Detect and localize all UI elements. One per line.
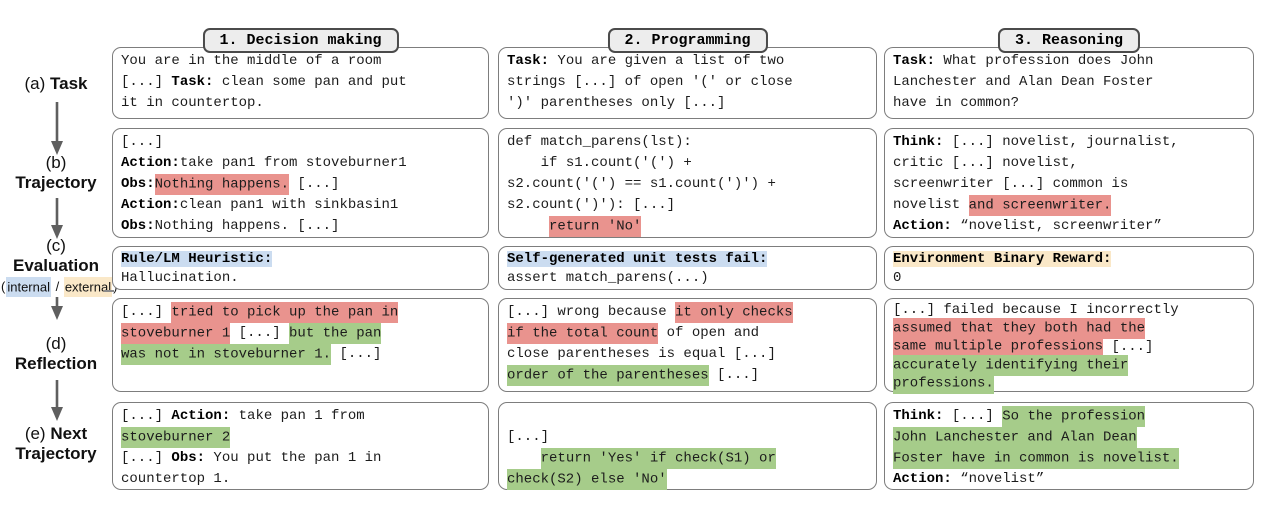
column-decision-making: 1. Decision making You are in the middle…: [112, 0, 489, 514]
column-reasoning: 3. Reasoning Task: What profession does …: [884, 0, 1254, 514]
column-programming: 2. Programming Task: You are given a lis…: [498, 0, 877, 514]
arrow-down-icon: [51, 380, 63, 421]
evaluation-box: Environment Binary Reward: 0: [884, 246, 1254, 290]
tab-decision-making: 1. Decision making: [202, 28, 399, 53]
task-box: Task: What profession does John Lanchest…: [884, 47, 1254, 119]
reflection-box: [...] tried to pick up the pan in stoveb…: [112, 298, 489, 392]
trajectory-box: [...] Action:take pan1 from stoveburner1…: [112, 128, 489, 238]
next-trajectory-box: Think: [...] So the profession John Lanc…: [884, 402, 1254, 490]
label-trajectory: (b)Trajectory: [15, 153, 97, 192]
evaluation-connector-line: [104, 290, 114, 292]
task-box: You are in the middle of a room [...] Ta…: [112, 47, 489, 119]
next-trajectory-box: [...] Action: take pan 1 from stoveburne…: [112, 402, 489, 490]
arrow-down-icon: [51, 102, 63, 155]
trajectory-box: Think: [...] novelist, journalist, criti…: [884, 128, 1254, 238]
reflection-box: [...] wrong because it only checks if th…: [498, 298, 877, 392]
evaluation-box: Self-generated unit tests fail: assert m…: [498, 246, 877, 290]
next-trajectory-box: [...] return 'Yes' if check(S1) or check…: [498, 402, 877, 490]
trajectory-box: def match_parens(lst): if s1.count('(') …: [498, 128, 877, 238]
arrow-down-icon: [51, 297, 63, 320]
evaluation-internal-external-note: (internal / external): [0, 276, 118, 297]
tab-reasoning: 3. Reasoning: [997, 28, 1141, 53]
task-box: Task: You are given a list of two string…: [498, 47, 877, 119]
label-evaluation: (c)Evaluation(internal / external): [0, 236, 117, 297]
arrow-down-icon: [51, 198, 63, 239]
label-task: (a) Task: [24, 74, 88, 93]
label-reflection: (d)Reflection: [14, 334, 98, 373]
reflection-box: [...] failed because I incorrectly assum…: [884, 298, 1254, 395]
tab-programming: 2. Programming: [607, 28, 768, 53]
evaluation-box: Rule/LM Heuristic: Hallucination.: [112, 246, 489, 290]
